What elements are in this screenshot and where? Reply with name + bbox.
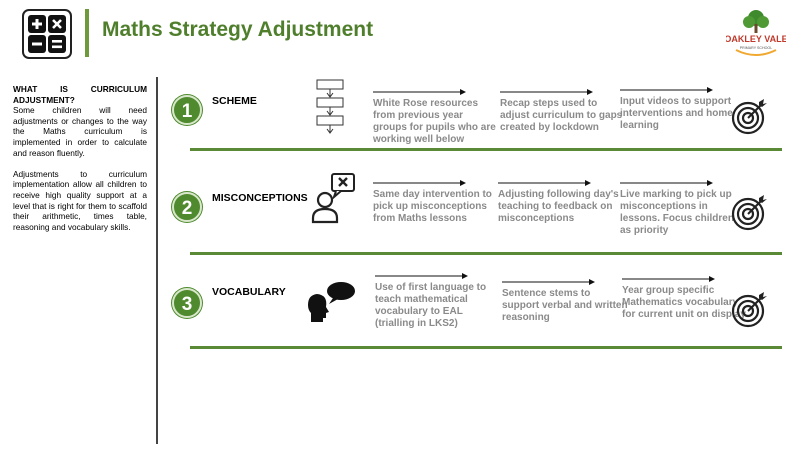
row-label: SCHEME — [212, 95, 257, 107]
row-label: VOCABULARY — [212, 286, 286, 298]
target-icon — [730, 289, 770, 329]
arrow-right-icon — [620, 87, 713, 93]
target-icon — [730, 192, 770, 232]
row-label: MISCONCEPTIONS — [212, 192, 308, 204]
calculator-icon — [22, 9, 72, 59]
flowchart-icon — [315, 78, 345, 145]
row-number-badge: 2 — [172, 192, 202, 222]
strategy-row-misconceptions: 2 MISCONCEPTIONS Same day intervention t… — [160, 170, 800, 270]
target-icon — [730, 96, 770, 136]
strategy-row-scheme: 1 SCHEME White Rose resources from previ… — [160, 78, 800, 178]
strategy-step: Sentence stems to support verbal and wri… — [502, 279, 628, 324]
row-number-badge: 1 — [172, 95, 202, 125]
sidebar-paragraph-2: Adjustments to curriculum implementation… — [13, 168, 147, 232]
strategy-step: White Rose resources from previous year … — [373, 89, 499, 146]
strategy-step: Use of first language to teach mathemati… — [375, 273, 501, 330]
row-divider — [190, 346, 782, 349]
person-x-bubble-icon — [310, 172, 358, 229]
arrow-right-icon — [375, 273, 468, 279]
sidebar-heading: WHAT IS CURRICULUM ADJUSTMENT? — [13, 84, 147, 105]
school-logo-subtitle: PRIMARY SCHOOL — [740, 46, 772, 50]
school-logo: OAKLEY VALE PRIMARY SCHOOL — [724, 6, 788, 60]
arrow-right-icon — [620, 180, 713, 186]
arrow-right-icon — [373, 180, 466, 186]
row-divider — [190, 252, 782, 255]
strategy-step: Input videos to support interventions an… — [620, 87, 746, 132]
header: Maths Strategy Adjustment OAKLEY VALE PR… — [0, 0, 800, 66]
sidebar: WHAT IS CURRICULUM ADJUSTMENT? Some chil… — [13, 84, 147, 232]
sidebar-paragraph-1: Some children will need adjustments or c… — [13, 105, 147, 158]
page-title: Maths Strategy Adjustment — [102, 18, 374, 41]
strategy-row-vocabulary: 3 VOCABULARY Use of first language to te… — [160, 262, 800, 362]
header-divider — [85, 9, 89, 57]
arrow-right-icon — [622, 276, 715, 282]
row-divider — [190, 148, 782, 151]
arrow-right-icon — [373, 89, 466, 95]
row-number-badge: 3 — [172, 288, 202, 318]
arrow-right-icon — [502, 279, 595, 285]
tree-icon — [743, 10, 769, 33]
strategy-step: Live marking to pick up misconceptions i… — [620, 180, 746, 237]
school-logo-name: OAKLEY VALE — [726, 34, 786, 44]
strategy-step: Adjusting following day's teaching to fe… — [498, 180, 624, 225]
strategy-step: Recap steps used to adjust curriculum to… — [500, 89, 626, 134]
arrow-right-icon — [500, 89, 593, 95]
strategy-step: Year group specific Mathematics vocabula… — [622, 276, 748, 321]
vertical-divider — [156, 77, 158, 444]
strategy-step: Same day intervention to pick up misconc… — [373, 180, 499, 225]
arrow-right-icon — [498, 180, 591, 186]
speaking-head-icon — [305, 280, 357, 329]
